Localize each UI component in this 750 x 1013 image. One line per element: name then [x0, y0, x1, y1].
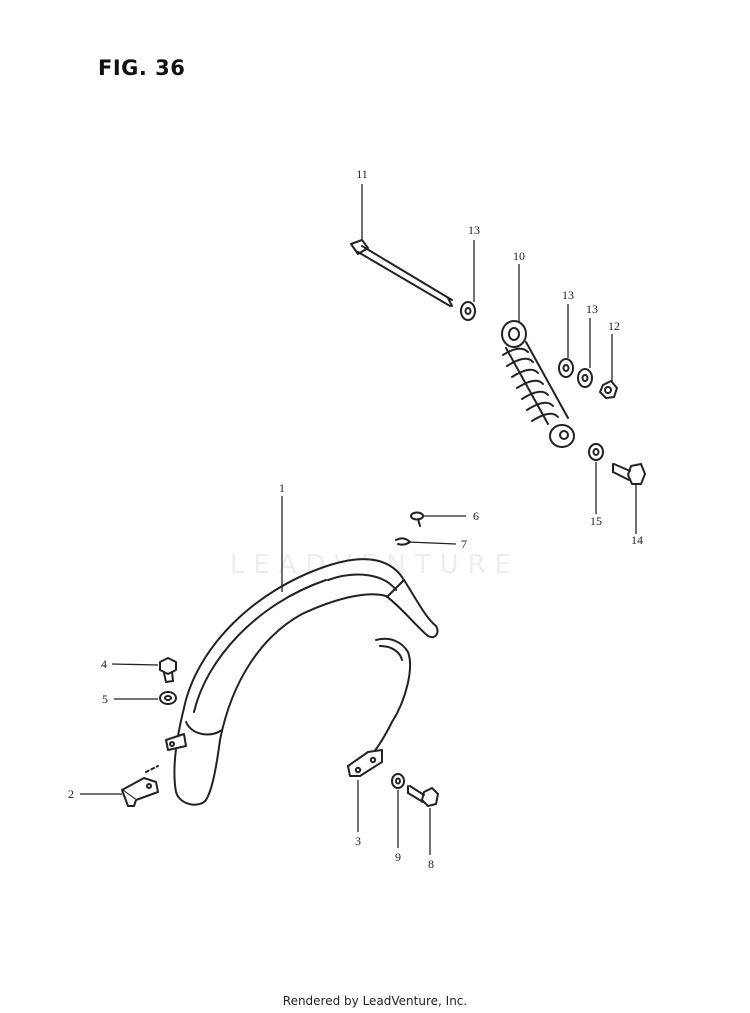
callout-10: 10 — [513, 249, 525, 263]
callout-3: 3 — [355, 834, 361, 848]
part-bolt-14[interactable] — [612, 463, 646, 485]
callout-15: 15 — [590, 514, 602, 528]
part-bolt-4[interactable] — [159, 657, 177, 683]
part-washer-13-right-a[interactable] — [558, 358, 574, 378]
part-bolt-11[interactable] — [350, 239, 453, 307]
callout-6: 6 — [473, 509, 479, 523]
figure-title: FIG. 36 — [98, 56, 186, 80]
callout-2: 2 — [68, 787, 74, 801]
callout-8: 8 — [428, 857, 434, 871]
callout-4: 4 — [101, 657, 107, 671]
callout-1: 1 — [279, 481, 285, 495]
part-washer-13-right-b[interactable] — [577, 368, 593, 388]
callout-13-right-b: 13 — [586, 302, 598, 316]
part-fender-stay-3[interactable] — [347, 637, 412, 777]
callout-labels: 11 13 10 13 13 12 15 14 6 7 1 4 5 2 3 9 … — [68, 167, 643, 871]
callout-11: 11 — [356, 167, 368, 181]
callout-9: 9 — [395, 850, 401, 864]
callout-5: 5 — [102, 692, 108, 706]
callout-7: 7 — [461, 537, 467, 551]
footer-credit: Rendered by LeadVenture, Inc. — [282, 994, 468, 1008]
part-clip-7[interactable] — [395, 537, 411, 546]
callout-12: 12 — [608, 319, 620, 333]
part-bolt-8[interactable] — [407, 785, 439, 807]
part-shock-absorber-10[interactable] — [501, 320, 575, 448]
leader-lines — [80, 184, 637, 855]
part-bracket-2[interactable] — [121, 765, 159, 807]
part-screw-6[interactable] — [410, 511, 424, 527]
part-washer-13-upper[interactable] — [460, 301, 476, 321]
callout-14: 14 — [631, 533, 643, 547]
part-rear-fender-1[interactable] — [165, 558, 439, 806]
part-washer-5[interactable] — [159, 691, 177, 705]
part-washer-15[interactable] — [588, 443, 604, 461]
callout-13-right-a: 13 — [562, 288, 574, 302]
part-washer-9[interactable] — [391, 773, 405, 789]
part-nut-12[interactable] — [599, 380, 618, 399]
callout-13-upper: 13 — [468, 223, 480, 237]
